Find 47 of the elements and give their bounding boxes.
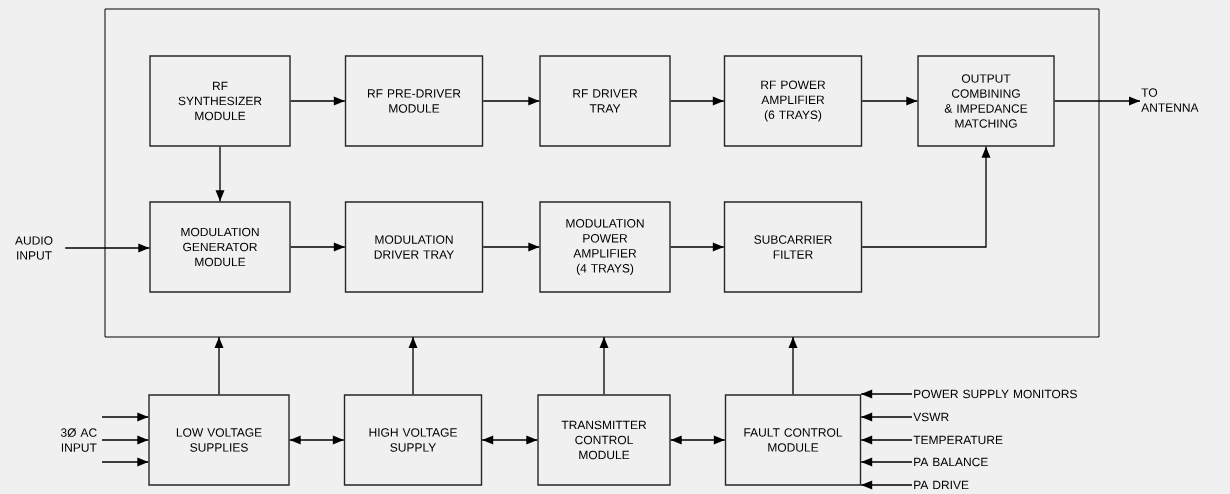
arrow	[1054, 96, 1141, 106]
module-box: RF DRIVER TRAY	[539, 55, 671, 147]
arrow	[482, 242, 540, 252]
module-box: RF PRE-DRIVER MODULE	[344, 55, 484, 147]
module-box: RF SYNTHESIZER MODULE	[149, 55, 291, 147]
signal-label: POWER SUPPLY MONITORS	[914, 389, 1077, 399]
arrow	[290, 242, 346, 252]
signal-label: AUDIO INPUT	[15, 236, 53, 260]
arrow	[861, 96, 918, 106]
arrow	[670, 96, 725, 106]
arrow	[860, 480, 913, 490]
module-box: MODULATION GENERATOR MODULE	[149, 201, 291, 293]
arrow	[861, 146, 991, 248]
arrow	[599, 336, 609, 395]
module-box: HIGH VOLTAGE SUPPLY	[343, 394, 483, 486]
signal-label: TO ANTENNA	[1141, 88, 1199, 112]
signal-label: PA BALANCE	[914, 457, 988, 467]
arrow	[481, 435, 538, 445]
arrow	[860, 412, 913, 422]
signal-label: PA DRIVE	[914, 480, 969, 490]
arrow	[860, 389, 913, 399]
arrow	[289, 435, 345, 445]
arrow	[408, 336, 418, 395]
arrow	[670, 435, 726, 445]
arrow	[214, 336, 224, 395]
arrow	[215, 146, 225, 202]
arrow	[860, 435, 913, 445]
module-box: MODULATION DRIVER TRAY	[344, 201, 484, 293]
signal-label: VSWR	[913, 412, 949, 422]
arrow	[64, 243, 150, 253]
arrow	[788, 336, 798, 395]
arrow	[101, 412, 149, 422]
arrow	[290, 96, 346, 106]
arrow	[860, 457, 913, 467]
signal-label: TEMPERATURE	[913, 435, 1003, 445]
arrow	[101, 435, 149, 445]
arrow	[670, 242, 725, 252]
module-box: OUTPUT COMBINING & IMPEDANCE MATCHING	[917, 55, 1055, 147]
module-box: SUBCARRIER FILTER	[723, 201, 863, 293]
module-box: TRANSMITTER CONTROL MODULE	[537, 394, 671, 486]
module-box: MODULATION POWER AMPLIFIER (4 TRAYS)	[539, 201, 671, 293]
arrow	[482, 96, 540, 106]
arrow	[101, 457, 149, 467]
signal-label: 3Ø AC INPUT	[60, 428, 97, 452]
module-box: RF POWER AMPLIFIER (6 TRAYS)	[723, 55, 863, 147]
module-box: LOW VOLTAGE SUPPLIES	[148, 394, 290, 486]
module-box: FAULT CONTROL MODULE	[724, 394, 862, 486]
